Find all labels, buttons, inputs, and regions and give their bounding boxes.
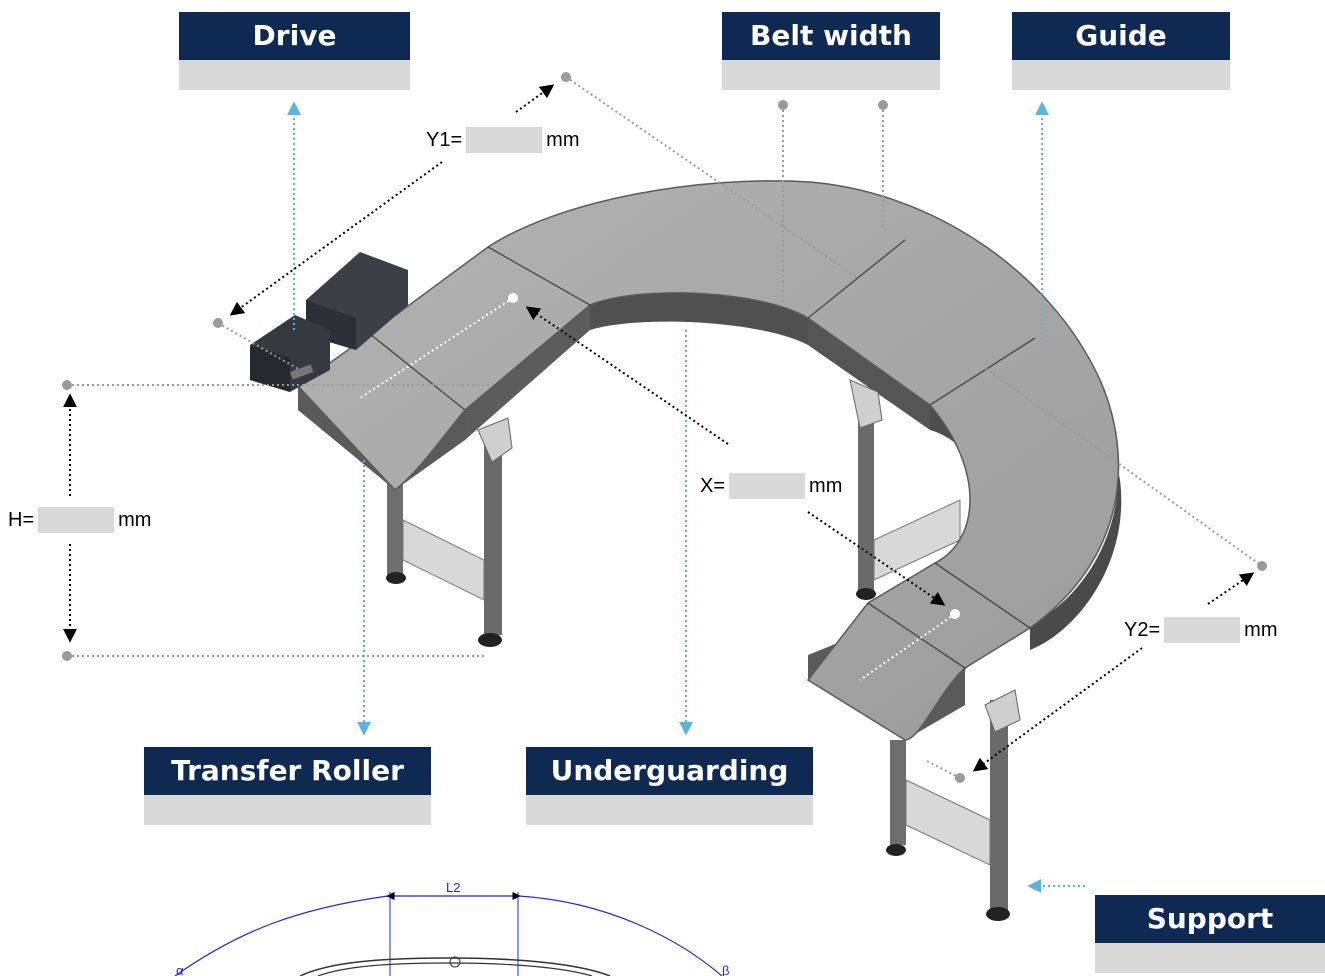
dimension-x-input[interactable] — [729, 473, 806, 499]
dimension-h-prefix: H= — [8, 508, 35, 531]
belt-width-label: Belt width — [722, 12, 940, 60]
dimension-y2-input[interactable] — [1164, 617, 1241, 643]
dimension-x-prefix: X= — [700, 474, 726, 497]
plan-alpha-label: α — [176, 963, 184, 976]
guide-input[interactable] — [1012, 60, 1230, 90]
underguarding-tag: Underguarding — [526, 747, 813, 825]
belt-top-surface — [296, 180, 1120, 741]
dimension-y2-prefix: Y2= — [1124, 618, 1161, 641]
drive-input[interactable] — [179, 60, 410, 90]
dimension-x: X= mm — [700, 473, 842, 499]
dimension-x-unit: mm — [809, 474, 843, 497]
dimension-y1-input[interactable] — [466, 127, 543, 153]
plan-view — [174, 891, 723, 976]
plan-beta-label: β — [722, 963, 729, 976]
plan-l2-label: L2 — [446, 880, 460, 895]
drive-tag: Drive — [179, 12, 410, 90]
dimension-h-input[interactable] — [38, 507, 115, 533]
transfer-roller-tag: Transfer Roller — [144, 747, 431, 825]
dimension-y2: Y2= mm — [1124, 617, 1277, 643]
dimension-y1-prefix: Y1= — [426, 128, 463, 151]
belt-width-input[interactable] — [722, 60, 940, 90]
belt-segment-joints — [369, 239, 1036, 669]
support-legs — [386, 395, 1010, 921]
drive-motor — [250, 252, 408, 392]
dimension-y1-unit: mm — [546, 128, 580, 151]
support-tag: Support — [1095, 895, 1325, 973]
dimension-h-unit: mm — [118, 508, 152, 531]
guide-tag: Guide — [1012, 12, 1230, 90]
dimension-h: H= mm — [8, 507, 151, 533]
belt-width-tag: Belt width — [722, 12, 940, 90]
underguarding-input[interactable] — [526, 795, 813, 825]
underguarding-label: Underguarding — [526, 747, 813, 795]
transfer-roller-label: Transfer Roller — [144, 747, 431, 795]
support-input[interactable] — [1095, 943, 1325, 973]
support-label: Support — [1095, 895, 1325, 943]
dimension-y2-unit: mm — [1244, 618, 1278, 641]
blue-leader-lines — [287, 101, 1085, 893]
drive-label: Drive — [179, 12, 410, 60]
white-centerlines — [359, 297, 956, 681]
dimension-y1: Y1= mm — [426, 127, 579, 153]
dimension-points — [62, 72, 1267, 783]
guide-label: Guide — [1012, 12, 1230, 60]
transfer-roller-input[interactable] — [144, 795, 431, 825]
grey-extension-lines — [67, 76, 1263, 779]
dimension-arrows — [63, 84, 1255, 772]
